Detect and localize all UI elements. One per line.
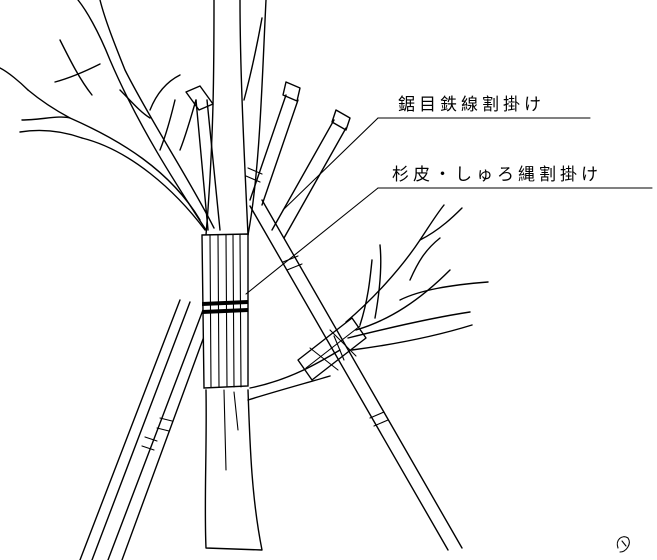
bamboo-pole-left-1 xyxy=(107,309,214,560)
right-branches xyxy=(243,0,489,401)
label-cedar-bark-rope: 杉皮・しゅろ縄割掛け xyxy=(392,165,602,185)
bamboo-pole-top-2 xyxy=(245,81,301,206)
bamboo-pole-top-3 xyxy=(271,109,351,239)
leader-lines xyxy=(245,117,653,295)
bamboo-pole-top-1 xyxy=(185,85,221,231)
trunk-wrap-band xyxy=(201,233,249,389)
pointer-doodle-icon xyxy=(616,536,630,553)
bamboo-pole-diagonal xyxy=(249,199,463,551)
label-saw-wire: 鋸目鉄線割掛け xyxy=(398,95,545,115)
bamboo-pole-left-2 xyxy=(79,299,191,560)
upper-left-branches xyxy=(0,0,215,231)
crossing-tie xyxy=(297,317,367,381)
